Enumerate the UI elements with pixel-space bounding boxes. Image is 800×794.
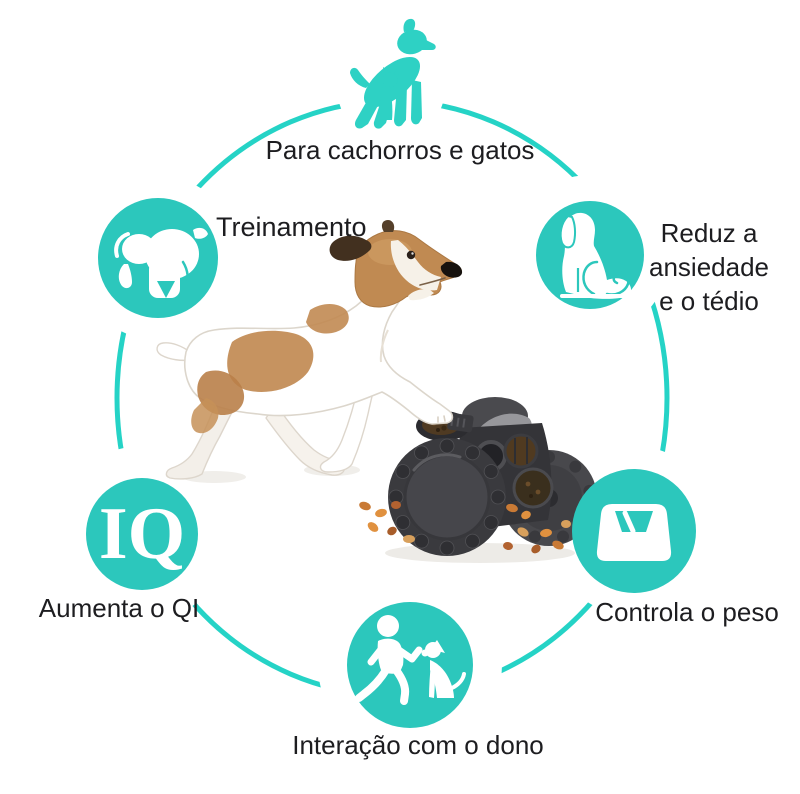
dog-and-cat-silhouette-icon	[350, 18, 436, 129]
jack-russell-dog-illustration	[156, 220, 463, 480]
feature-node-anxiety	[536, 201, 644, 309]
dog-nose	[440, 261, 463, 278]
play-bow-dog-icon	[114, 227, 208, 298]
feature-node-interaction	[347, 602, 473, 728]
training-label: Treinamento	[216, 212, 367, 242]
kibble-scatter	[359, 501, 571, 554]
iq-label: Aumenta o QI	[39, 593, 199, 623]
feature-node-training	[98, 198, 218, 318]
sitting-dog-icon	[559, 212, 632, 299]
header-label: Para cachorros e gatos	[266, 135, 535, 165]
feature-node-iq: IQ	[86, 478, 198, 590]
weight-label: Controla o peso	[595, 597, 779, 627]
anxiety-label-line3: e o tédio	[659, 286, 759, 316]
treat-dispenser-toy-illustration	[388, 397, 597, 556]
interaction-circle	[347, 602, 473, 728]
interaction-label: Interação com o dono	[292, 730, 544, 760]
owner-with-dog-icon	[355, 615, 466, 705]
weight-scale-icon	[596, 504, 672, 561]
anxiety-label-line2: ansiedade	[649, 252, 769, 282]
feature-node-weight	[572, 469, 696, 593]
dog-eye	[406, 250, 416, 260]
iq-circle	[86, 478, 198, 590]
iq-badge: IQ	[99, 493, 185, 575]
product-photo	[156, 220, 597, 563]
toy-shadow	[385, 543, 575, 563]
anxiety-label-line1: Reduz a	[661, 218, 758, 248]
